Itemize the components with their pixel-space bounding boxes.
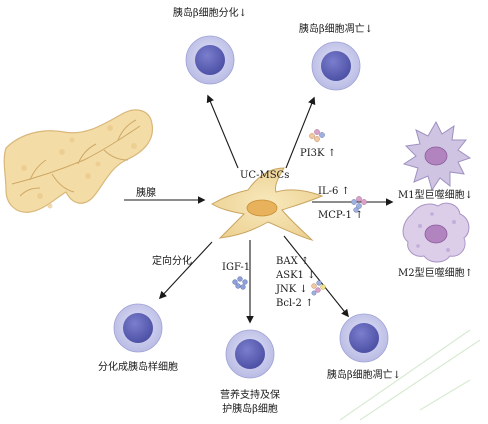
watermark-lines (339, 329, 481, 421)
mcp1-label: MCP-1 ↑ (318, 210, 364, 221)
il6-label: IL-6 ↑ (318, 186, 350, 197)
molecule-cluster-apoptosis (311, 280, 326, 296)
igf1-label: IGF-1 (222, 262, 251, 273)
molecule-cluster-igf1 (232, 276, 248, 290)
outcome-bottom-right-label: 胰岛β细胞凋亡↓ (326, 370, 402, 381)
beta-cell-bottom-right (339, 313, 389, 363)
pancreas-label: 胰腺 (136, 188, 156, 199)
center-label: UC-MSCs (240, 170, 290, 181)
bcl2-label: Bcl-2 ↑ (276, 298, 314, 309)
beta-cell-bottom-left (113, 303, 163, 353)
outcome-bottom-mid-label-2: 护胰岛β细胞 (222, 404, 278, 415)
pi3k-label: PI3K ↑ (300, 148, 337, 159)
outcome-bottom-mid-label-1: 营养支持及保 (220, 390, 280, 401)
arrow-to-top-left (206, 94, 239, 169)
beta-cell-bottom-mid (225, 329, 275, 379)
beta-cell-top-left (185, 35, 235, 85)
arrow-to-top-right (285, 96, 316, 169)
arrow-to-bottom-right (283, 235, 349, 318)
uc-msc-cell (211, 167, 324, 242)
arrow-to-bottom-left (158, 241, 213, 300)
m1-macrophage (402, 120, 472, 192)
molecule-cluster-il6 (351, 196, 367, 213)
molecule-cluster-pi3k (309, 129, 325, 142)
bax-label: BAX ↑ (276, 256, 310, 267)
ask1-label: ASK1 ↓ (276, 270, 316, 281)
m2-label: M2型巨噬细胞↑ (398, 268, 473, 279)
directed-diff-label: 定向分化 (152, 256, 192, 267)
jnk-label: JNK ↓ (276, 284, 308, 295)
pancreas-illustration (3, 109, 154, 213)
beta-cell-top-right (311, 41, 361, 91)
outcome-top-right-label: 胰岛β细胞凋亡↓ (298, 24, 374, 35)
m2-macrophage (402, 202, 470, 263)
outcome-top-left-label: 胰岛β细胞分化↓ (172, 8, 248, 19)
outcome-bottom-left-label: 分化成胰岛样细胞 (98, 362, 178, 373)
m1-label: M1型巨噬细胞↓ (398, 190, 473, 201)
